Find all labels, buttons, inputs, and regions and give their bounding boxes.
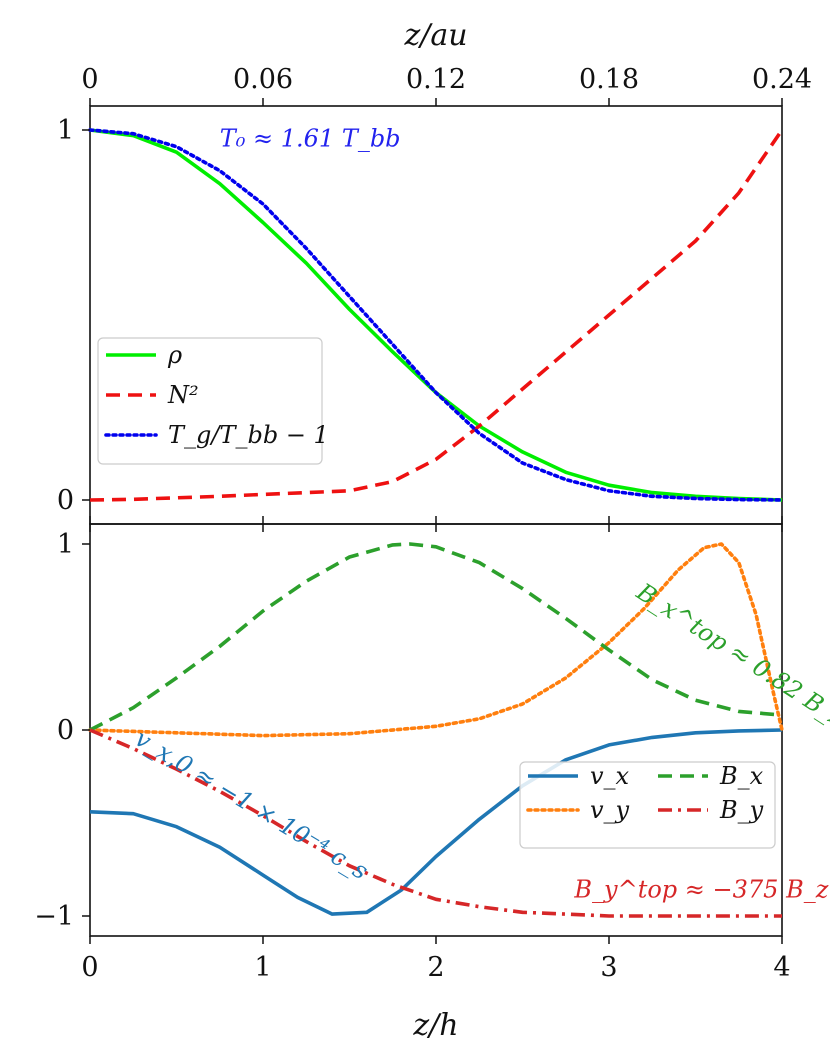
x2-tick-label-4: 0.24	[752, 64, 812, 95]
x2-tick-label-0: 0	[81, 64, 98, 95]
legend-label-1-0: v_x	[590, 762, 630, 790]
annotation-1-2: B_y^top ≈ −375 B_z	[573, 875, 828, 903]
x2-tick-label-1: 0.06	[233, 64, 293, 95]
top-legend: ρN² T_g/T_bb − 1	[97, 337, 329, 465]
series-line-1-2	[89, 542, 783, 732]
bottom-legend-box	[519, 761, 776, 849]
x-tick-label-1: 1	[254, 952, 271, 983]
top-series-group	[88, 128, 784, 502]
y-tick-label-1-0: −1	[34, 901, 74, 932]
bottom-panel-frame	[89, 523, 783, 937]
x-axis-title: z/h	[412, 1008, 458, 1043]
legend-label-1-1: v_y	[590, 796, 630, 824]
annotation-1-1: v_x,0 ≈ −1 × 10⁻⁴ c_s	[130, 724, 373, 885]
series-line-1-3	[89, 728, 782, 918]
legend-label-0-2: T_g/T_bb − 1	[168, 421, 329, 449]
legend-label-1-3: B_y	[719, 796, 764, 824]
series-line-1-1	[88, 542, 784, 738]
y-tick-label-1-1: 0	[57, 715, 74, 746]
x-tick-label-3: 3	[600, 952, 617, 983]
legend-label-0-0: ρ	[167, 341, 182, 369]
bottom-legend: v_x v_y B_xB_y	[519, 761, 776, 849]
y-tick-label-0-0: 0	[57, 485, 74, 516]
x-tick-label-2: 2	[427, 952, 444, 983]
x-tick-label-4: 4	[773, 952, 790, 983]
x2-tick-label-2: 0.12	[406, 64, 466, 95]
annotation-1-0: B_x^top ≈ 0.82 B_z	[631, 577, 830, 733]
legend-label-0-1: N²	[167, 381, 199, 409]
annotation-0-0: T₀ ≈ 1.61 T_bb	[220, 125, 401, 153]
legend-label-1-2: B_x	[719, 762, 764, 790]
series-line-1-0	[89, 728, 783, 916]
y-tick-label-0-1: 1	[57, 115, 74, 146]
x-tick-label-0: 0	[81, 952, 98, 983]
x2-axis-title: z/au	[403, 18, 467, 53]
bottom-series-group	[88, 542, 784, 918]
series-line-0-1	[89, 128, 784, 502]
top-legend-box	[97, 337, 323, 465]
y-tick-label-1-2: 1	[57, 529, 74, 560]
x2-tick-label-3: 0.18	[579, 64, 639, 95]
series-line-0-2	[88, 128, 784, 502]
